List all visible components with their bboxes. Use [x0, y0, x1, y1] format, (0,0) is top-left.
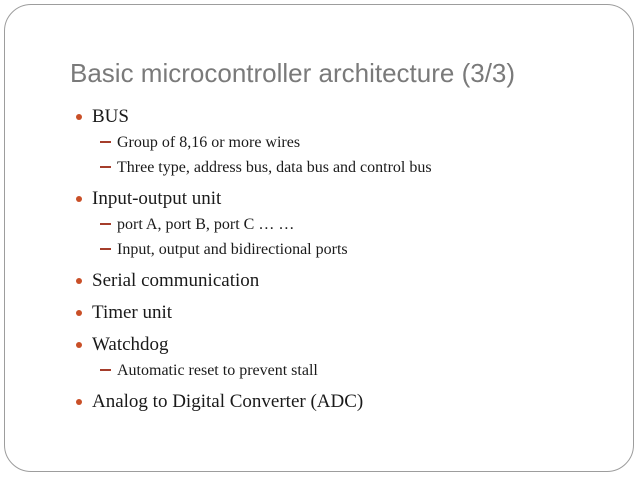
- sub-bullet-text: port A, port B, port C … …: [117, 216, 295, 233]
- sub-bullet-text: Group of 8,16 or more wires: [117, 134, 301, 151]
- dash-bullet-icon: [100, 223, 111, 225]
- sub-bullet-item: Automatic reset to prevent stall: [100, 358, 608, 383]
- bullet-item: Watchdog: [70, 332, 608, 358]
- sub-bullet-item: Input, output and bidirectional ports: [100, 237, 608, 262]
- sub-bullet-item: Three type, address bus, data bus and co…: [100, 155, 608, 180]
- sub-bullet-item: Group of 8,16 or more wires: [100, 130, 608, 155]
- sub-bullet-text: Automatic reset to prevent stall: [117, 362, 318, 379]
- sub-bullet-text: Input, output and bidirectional ports: [117, 241, 348, 258]
- bullet-item: Timer unit: [70, 300, 608, 326]
- dash-bullet-icon: [100, 166, 111, 168]
- circle-bullet-icon: [76, 278, 82, 284]
- circle-bullet-icon: [76, 399, 82, 405]
- circle-bullet-icon: [76, 342, 82, 348]
- dash-bullet-icon: [100, 141, 111, 143]
- bullet-item: BUS: [70, 104, 608, 130]
- circle-bullet-icon: [76, 114, 82, 120]
- bullet-item: Input-output unit: [70, 186, 608, 212]
- bullet-item: Serial communication: [70, 268, 608, 294]
- bullet-text: Serial communication: [92, 270, 260, 291]
- bullet-text: Timer unit: [92, 302, 173, 323]
- dash-bullet-icon: [100, 369, 111, 371]
- slide-title: Basic microcontroller architecture (3/3): [70, 58, 516, 88]
- slide-body: BUS Group of 8,16 or more wires Three ty…: [70, 104, 608, 415]
- circle-bullet-icon: [76, 196, 82, 202]
- bullet-text: BUS: [92, 106, 129, 127]
- bullet-text: Analog to Digital Converter (ADC): [92, 391, 364, 412]
- dash-bullet-icon: [100, 248, 111, 250]
- bullet-item: Analog to Digital Converter (ADC): [70, 389, 608, 415]
- sub-bullet-item: port A, port B, port C … …: [100, 212, 608, 237]
- circle-bullet-icon: [76, 310, 82, 316]
- bullet-text: Input-output unit: [92, 188, 222, 209]
- sub-bullet-text: Three type, address bus, data bus and co…: [117, 159, 432, 176]
- bullet-text: Watchdog: [92, 334, 169, 355]
